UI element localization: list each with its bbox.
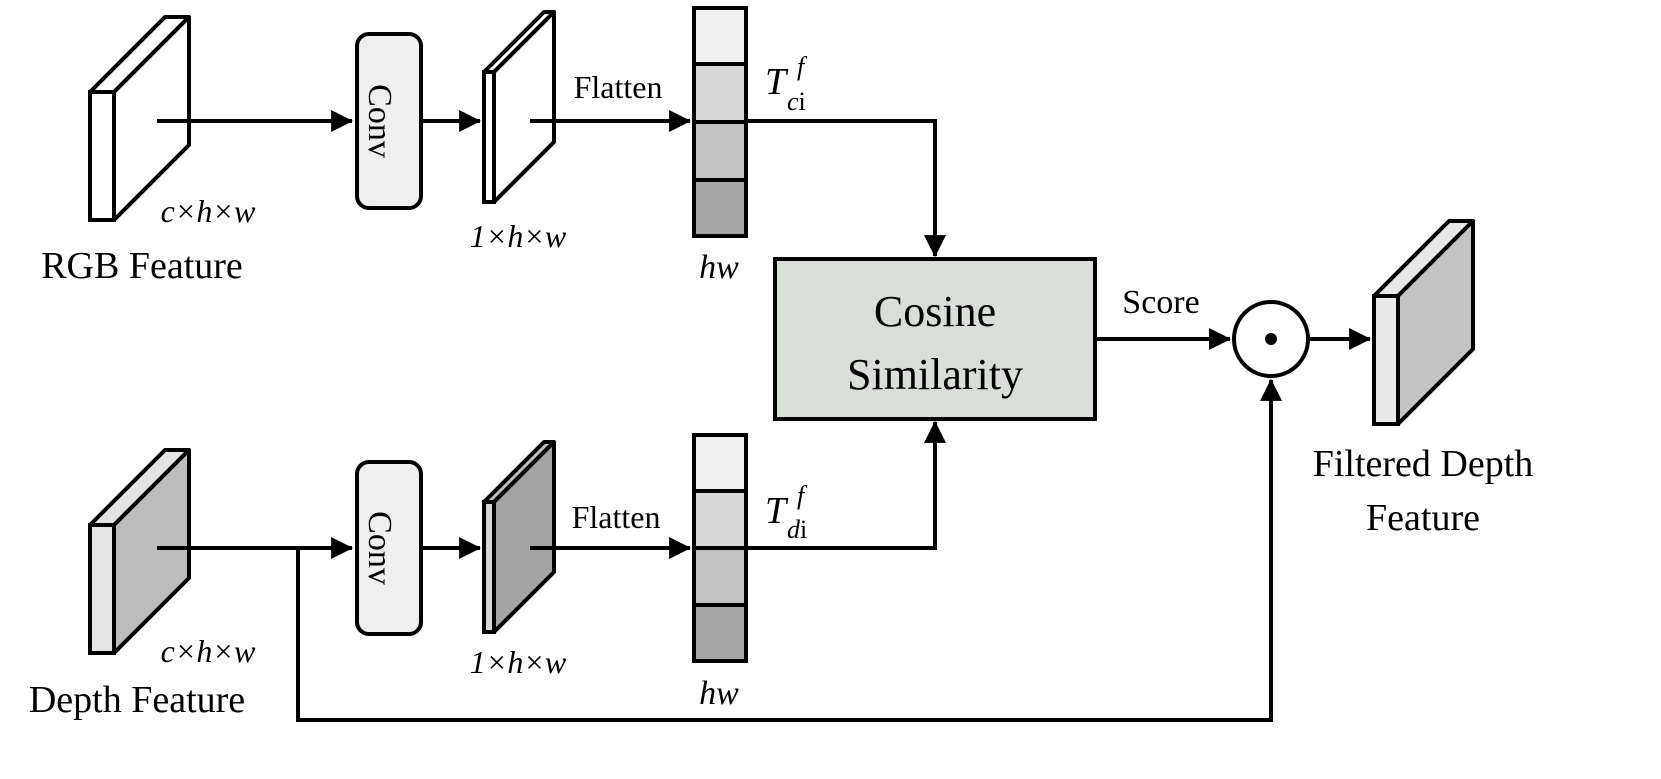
arrow-skip-depth-to-multiply [296,378,1282,722]
rgb-feature-block [88,15,191,222]
conv-label-top: Conv [361,84,398,158]
svg-text:di: di [787,515,807,544]
token-symbol-top: T f ci [765,52,808,116]
output-label-line1: Filtered Depth [1313,443,1534,485]
token-symbol-bottom: T f di [765,481,808,544]
depth-feature-label: Depth Feature [29,679,245,721]
cosine-line2: Similarity [847,350,1023,399]
flatten-label-bottom: Flatten [572,499,661,535]
depth-dims-label: c×h×w [161,633,256,669]
conv-block-bottom: Conv [355,460,423,636]
score-label: Score [1122,284,1199,321]
svg-text:f: f [797,52,808,81]
cosine-similarity-box: Cosine Similarity [773,257,1097,421]
svg-text:T: T [765,490,789,532]
elementwise-multiply-node [1232,300,1310,378]
svg-text:f: f [797,481,808,510]
arrow-token-bottom-to-cosine [746,420,946,550]
flatten-label-top: Flatten [574,69,663,105]
token-dim-bottom: hw [699,675,739,712]
conv-output-dims-top: 1×h×w [470,218,567,254]
token-column-top [692,6,748,238]
conv-output-map-bottom [482,440,556,634]
token-dim-top: hw [699,249,739,286]
filtered-depth-feature-block [1372,219,1475,426]
rgb-dims-label: c×h×w [161,193,256,229]
svg-text:T: T [765,61,789,103]
depth-feature-block [88,448,191,655]
cosine-line1: Cosine [874,287,996,336]
svg-text:ci: ci [787,87,806,116]
conv-output-dims-bottom: 1×h×w [470,644,567,680]
arrow-token-top-to-cosine [746,119,946,258]
token-column-bottom [692,433,748,663]
conv-output-map-top [482,10,556,204]
rgb-feature-label: RGB Feature [41,245,243,287]
output-label-line2: Feature [1366,497,1480,539]
conv-block-top: Conv [355,32,423,210]
conv-label-bottom: Conv [361,511,398,585]
